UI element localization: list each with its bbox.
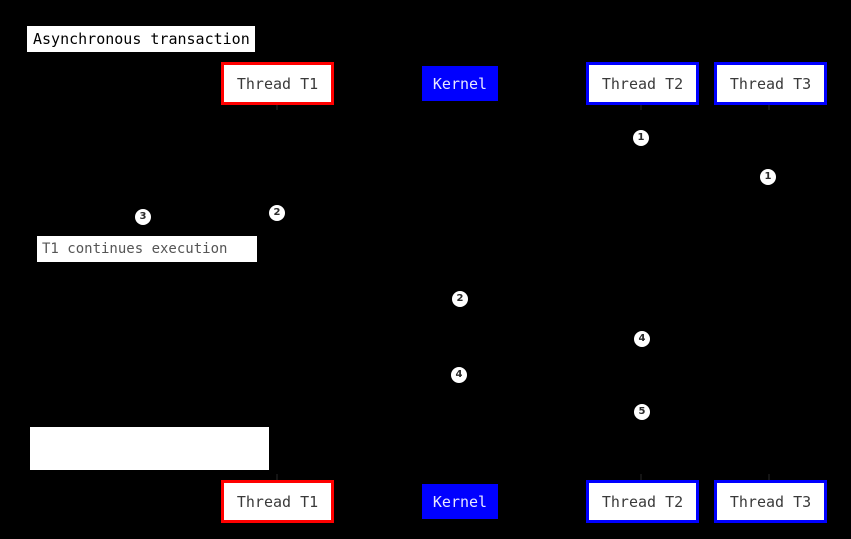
blank-panel: [30, 427, 269, 470]
lifeline-stub: [768, 474, 770, 480]
step-marker[interactable]: 4: [634, 331, 650, 347]
lifeline-head-thread-t2[interactable]: Thread T2: [586, 62, 699, 105]
step-marker[interactable]: 4: [451, 367, 467, 383]
lifeline-head-kernel[interactable]: Kernel: [422, 66, 498, 101]
step-marker[interactable]: 3: [135, 209, 151, 225]
step-marker[interactable]: 1: [760, 169, 776, 185]
lifeline-stub: [276, 105, 278, 110]
step-marker[interactable]: 2: [452, 291, 468, 307]
lifeline-head-thread-t3[interactable]: Thread T3: [714, 62, 827, 105]
lifeline-head-thread-t1[interactable]: Thread T1: [221, 62, 334, 105]
lifeline-foot-thread-t3[interactable]: Thread T3: [714, 480, 827, 523]
diagram-title: Asynchronous transaction: [27, 26, 255, 52]
lifeline-stub: [768, 105, 770, 110]
step-marker[interactable]: 5: [634, 404, 650, 420]
step-marker[interactable]: 2: [269, 205, 285, 221]
step-marker[interactable]: 1: [633, 130, 649, 146]
lifeline-stub: [276, 474, 278, 480]
lifeline-foot-kernel[interactable]: Kernel: [422, 484, 498, 519]
lifeline-stub: [640, 105, 642, 110]
lifeline-foot-thread-t1[interactable]: Thread T1: [221, 480, 334, 523]
lifeline-foot-thread-t2[interactable]: Thread T2: [586, 480, 699, 523]
note-t1-continues-execution: T1 continues execution: [37, 236, 257, 262]
lifeline-stub: [640, 474, 642, 480]
